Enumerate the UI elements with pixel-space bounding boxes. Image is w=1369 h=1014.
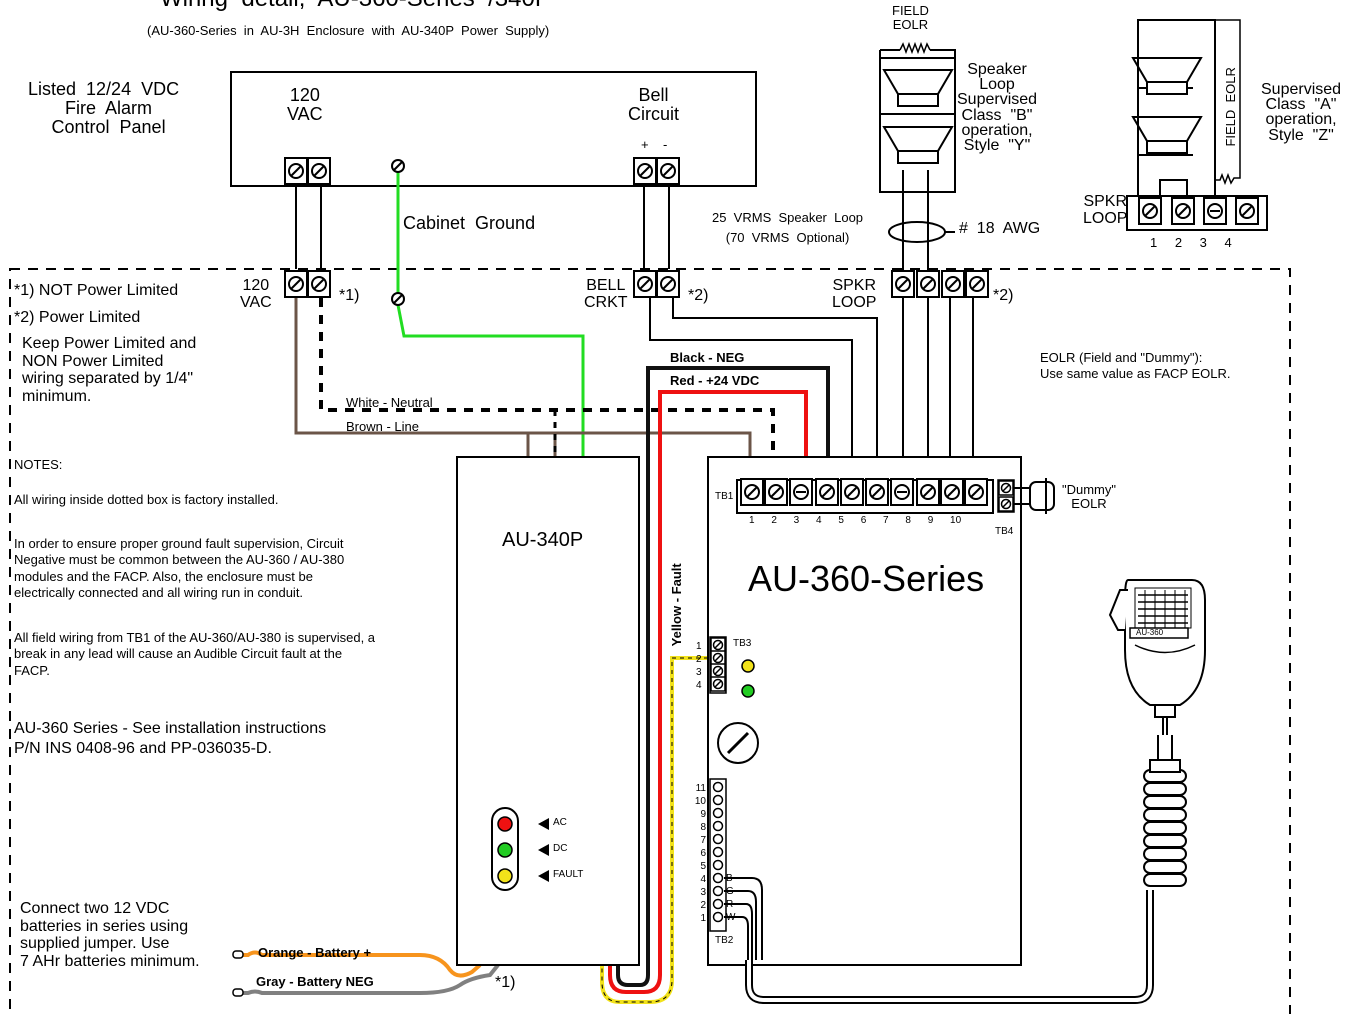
dummy-eolr-label: "Dummy" EOLR [1062, 482, 1117, 511]
psu-led-ac: AC [553, 817, 567, 828]
tb1-label: TB1 [715, 491, 734, 502]
psu-name: AU-340P [502, 529, 584, 551]
dummy-eolr-resistor [1029, 481, 1055, 511]
dc-led [497, 842, 513, 858]
note-2: In order to ensure proper ground fault s… [14, 536, 345, 600]
yellow-fault-label: Yellow - Fault [669, 563, 685, 647]
ground-wire [396, 166, 585, 457]
au-360-module [707, 456, 1022, 966]
speaker-loop-note: 25 VRMS Speaker Loop (70 VRMS Optional) [712, 210, 864, 245]
box-spkr-label: SPKR LOOP [832, 277, 877, 311]
tb2-color-codes: B G R W [726, 873, 736, 923]
box-bell-label: BELL CRKT [584, 277, 628, 311]
top-spkr-loop-label: SPKR LOOP [1083, 193, 1128, 227]
facp-label: Listed 12/24 VDC Fire Alarm Control Pane… [28, 79, 180, 137]
note-3: All field wiring from TB1 of the AU-360/… [14, 630, 376, 678]
white-neutral-wire [319, 298, 775, 475]
diagram-title: Wiring detail, AU-360-Series /340P [160, 0, 551, 11]
eolr-note: EOLR (Field and "Dummy"): Use same value… [1040, 350, 1231, 382]
orange-battery-wire [243, 950, 482, 978]
brown-line-wire [294, 298, 752, 475]
red-24vdc-wire [608, 390, 808, 994]
ref2-bell: *2) [688, 287, 709, 304]
black-neg-label: Black - NEG [670, 350, 745, 365]
red-24vdc-label: Red - +24 VDC [670, 373, 760, 388]
white-neutral-label: White - Neutral [346, 395, 433, 410]
note-separation: Keep Power Limited and NON Power Limited… [22, 335, 197, 405]
field-eolr-vertical: FIELD EOLR [1223, 67, 1239, 147]
tb4-label: TB4 [995, 526, 1014, 537]
black-neg-wire [616, 366, 830, 987]
field-eolr-label: FIELD EOLR [892, 3, 929, 32]
note-1: All wiring inside dotted box is factory … [14, 492, 279, 507]
top-spkr-loop-nums: 1 2 3 4 [1150, 235, 1232, 250]
mic-badge: AU-360 [1136, 628, 1164, 637]
factory-wiring-boundary [9, 268, 1291, 1014]
tb3-numbers: 1 2 3 4 [696, 641, 702, 691]
class-b-label: Speaker Loop Supervised Class "B" operat… [957, 61, 1038, 154]
cabinet-ground-label: Cabinet Ground [403, 213, 536, 233]
class-a-label: Supervised Class "A" operation, Style "Z… [1261, 81, 1342, 144]
module-name: AU-360-Series [748, 558, 985, 599]
psu-led-fault: FAULT [553, 869, 584, 880]
ac-led [497, 816, 513, 832]
orange-battery-label: Orange - Battery + [258, 945, 372, 960]
bell-polarity: + - [641, 137, 668, 152]
diagram-subtitle: (AU-360-Series in AU-3H Enclosure with A… [147, 23, 550, 38]
fault-led [497, 868, 513, 884]
note-power-limited: *2) Power Limited [14, 309, 141, 326]
notes-heading: NOTES: [14, 457, 63, 472]
tb3-label: TB3 [733, 638, 752, 649]
panel-vac-label: 120 VAC [287, 85, 323, 124]
ref1-vac: *1) [339, 287, 360, 304]
box-vac-label: 120 VAC [240, 277, 272, 311]
tb2-label: TB2 [715, 935, 734, 946]
note-not-power-limited: *1) NOT Power Limited [14, 282, 179, 299]
note-4: AU-360 Series - See installation instruc… [14, 720, 327, 757]
gray-battery-wire [243, 963, 500, 995]
psu-led-dc: DC [553, 843, 568, 854]
ref1-battery: *1) [495, 974, 516, 991]
tb2-numbers: 11 10 9 8 7 6 5 4 3 2 1 [694, 783, 706, 924]
panel-bell-circuit-label: Bell Circuit [628, 85, 680, 124]
microphone-icon [1108, 579, 1206, 718]
ref2-spkr: *2) [993, 287, 1014, 304]
note-batteries: Connect two 12 VDC batteries in series u… [20, 900, 200, 970]
tb1-numbers: 1 2 3 4 5 6 7 8 9 10 [749, 515, 962, 526]
gray-battery-label: Gray - Battery NEG [256, 974, 374, 989]
brown-line-label: Brown - Line [346, 419, 419, 434]
awg-label: # 18 AWG [959, 220, 1041, 237]
